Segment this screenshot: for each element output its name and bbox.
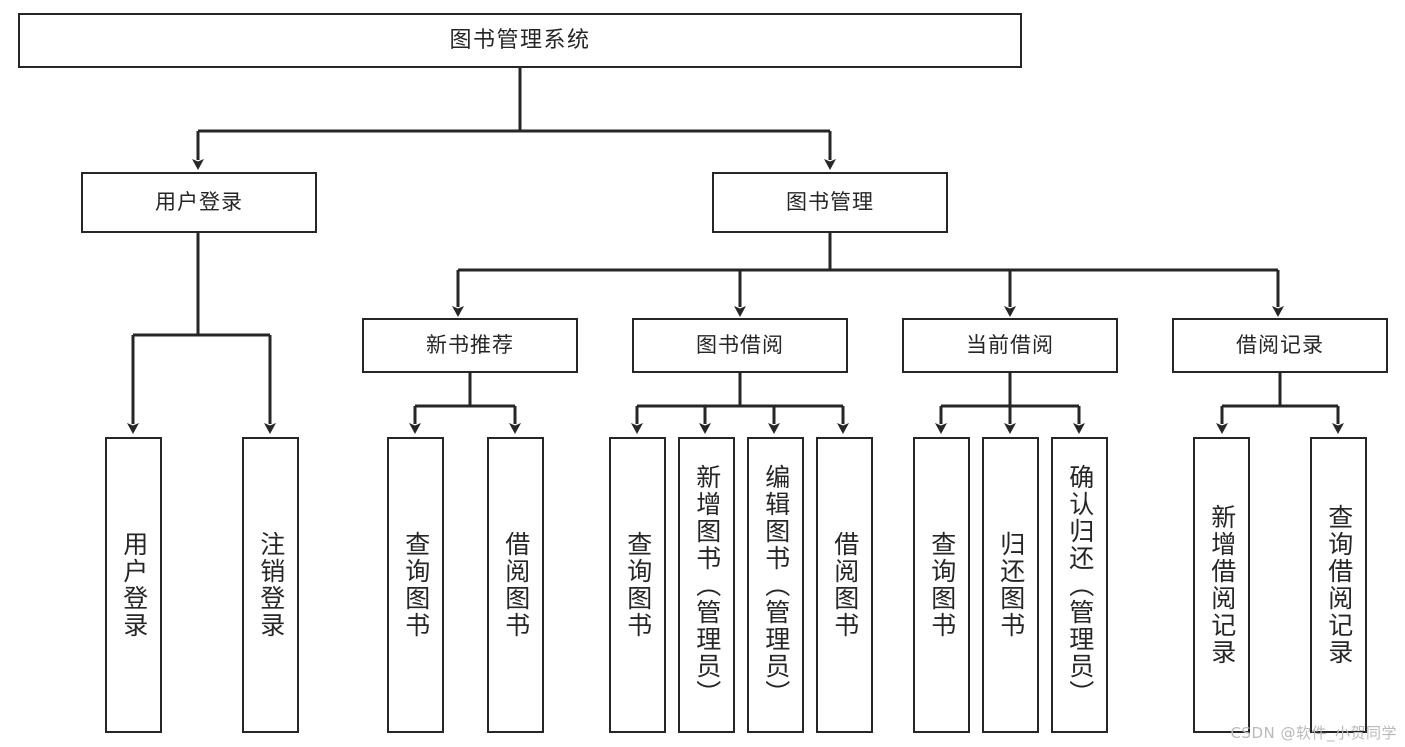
node-book-manage[interactable]: 图书管理 [712,172,948,233]
node-leaf-query-book-borrow[interactable]: 查询图书 [609,437,666,733]
node-leaf-borrow-book-recommend[interactable]: 借阅图书 [487,437,544,733]
node-current-borrow[interactable]: 当前借阅 [902,318,1118,373]
node-leaf-confirm-return-admin[interactable]: 确认归还（管理员） [1051,437,1108,733]
node-label: 借阅图书 [830,531,860,639]
csdn-watermark: CSDN @软件_小贺同学 [1230,724,1397,742]
node-leaf-edit-book-admin[interactable]: 编辑图书（管理员） [747,437,804,733]
node-label: 查询图书 [927,531,957,639]
node-leaf-borrow-book[interactable]: 借阅图书 [816,437,873,733]
node-leaf-return-book[interactable]: 归还图书 [982,437,1039,733]
node-label: 新书推荐 [426,333,514,358]
node-leaf-user-login[interactable]: 用户登录 [105,437,162,733]
node-label: 图书管理系统 [449,27,591,53]
node-label: 用户登录 [119,531,149,639]
node-leaf-query-borrow-record[interactable]: 查询借阅记录 [1310,437,1367,733]
node-label: 查询图书 [623,531,653,639]
node-leaf-user-logout[interactable]: 注销登录 [242,437,299,733]
node-label: 用户登录 [155,190,243,215]
node-book-borrow[interactable]: 图书借阅 [632,318,848,373]
node-label: 查询借阅记录 [1324,504,1354,666]
node-new-book-recommend[interactable]: 新书推荐 [362,318,578,373]
node-label: 查询图书 [401,531,431,639]
node-label: 新增借阅记录 [1207,504,1237,666]
node-label: 图书借阅 [696,333,784,358]
node-leaf-query-book-current[interactable]: 查询图书 [913,437,970,733]
node-label: 编辑图书（管理员） [761,463,791,707]
node-borrow-record[interactable]: 借阅记录 [1172,318,1388,373]
node-label: 归还图书 [996,531,1026,639]
node-label: 借阅图书 [501,531,531,639]
node-label: 新增图书（管理员） [692,463,722,707]
node-root-system[interactable]: 图书管理系统 [18,13,1022,68]
node-leaf-query-book-recommend[interactable]: 查询图书 [387,437,444,733]
node-label: 注销登录 [256,531,286,639]
node-leaf-add-book-admin[interactable]: 新增图书（管理员） [678,437,735,733]
node-label: 图书管理 [786,190,874,215]
node-label: 确认归还（管理员） [1065,463,1095,707]
node-user-login[interactable]: 用户登录 [81,172,317,233]
node-label: 借阅记录 [1236,333,1324,358]
node-label: 当前借阅 [966,333,1054,358]
node-leaf-add-borrow-record[interactable]: 新增借阅记录 [1193,437,1250,733]
